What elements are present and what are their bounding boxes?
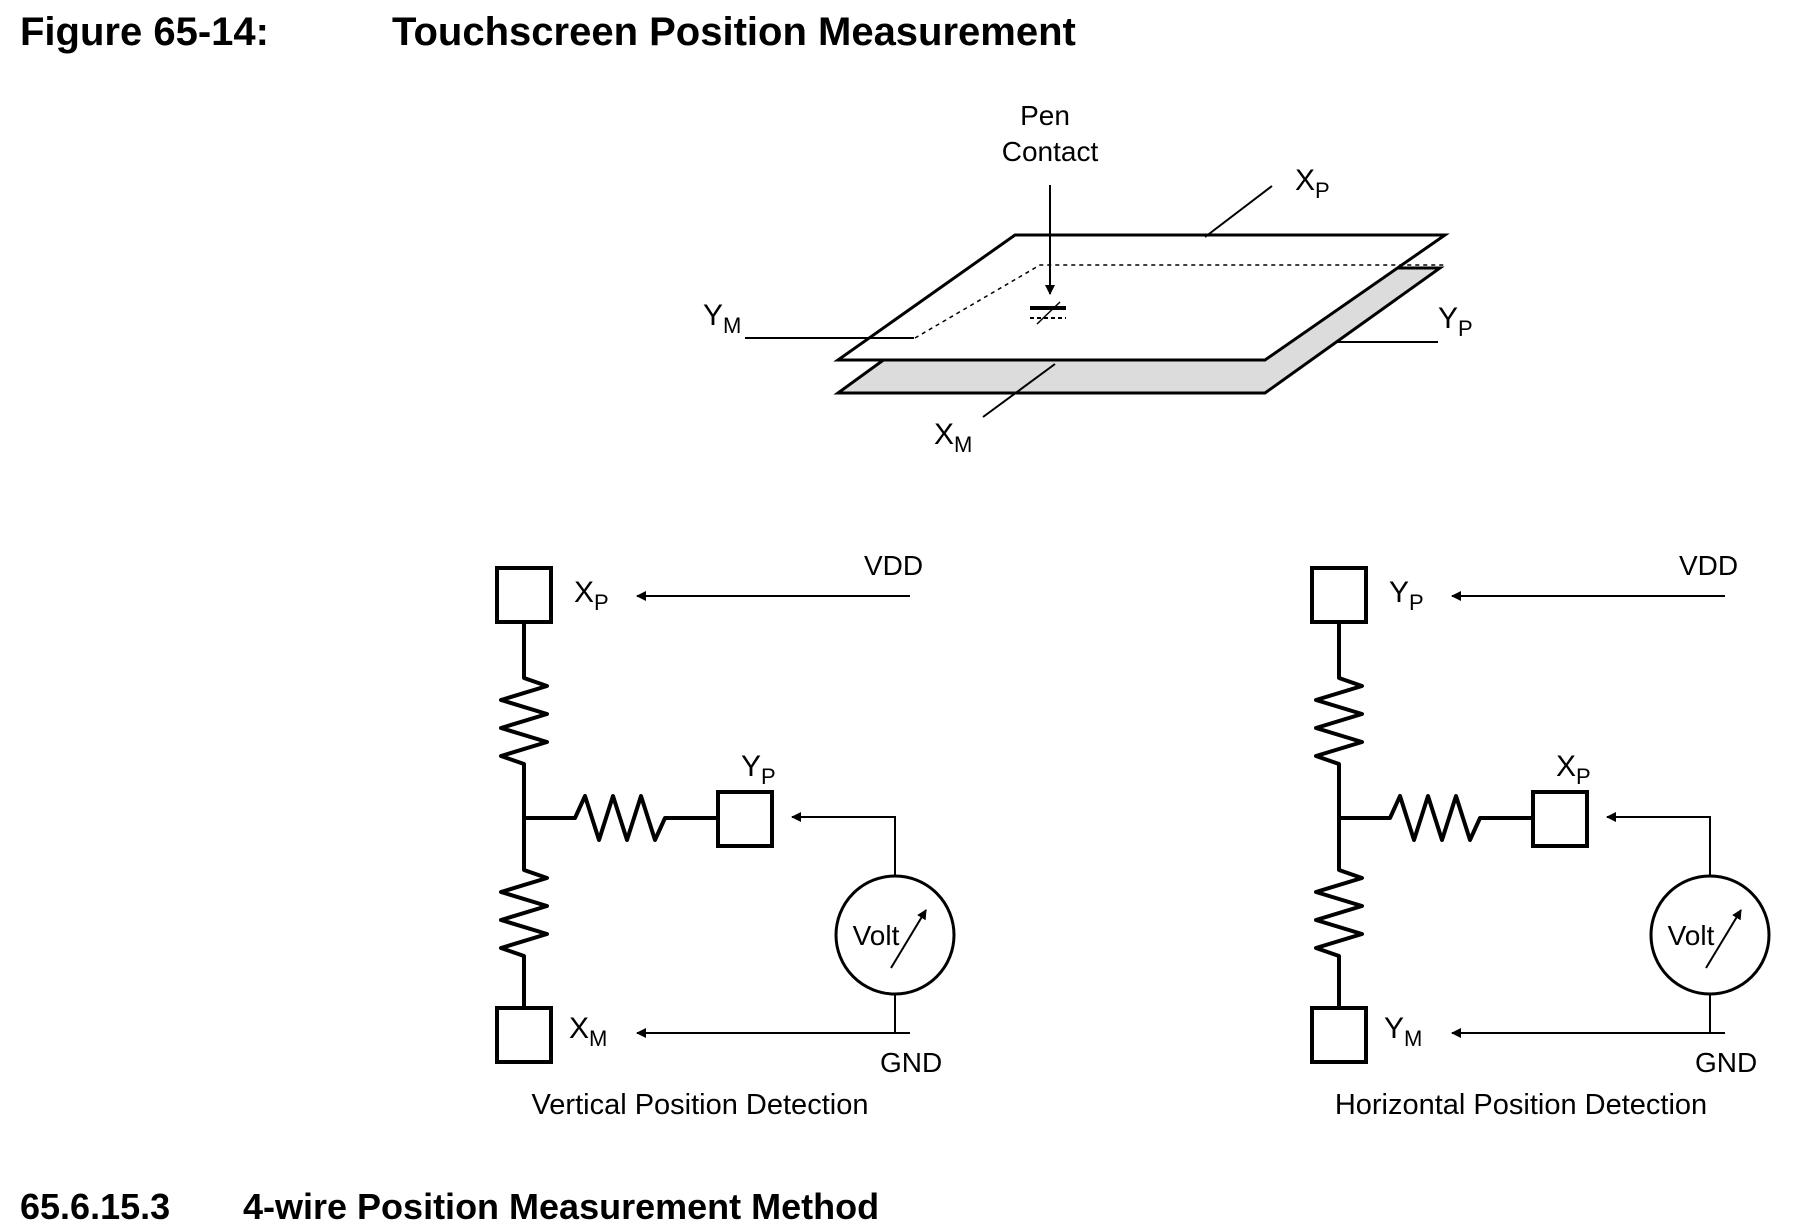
voltmeter xyxy=(1649,874,1771,996)
gnd-label: GND xyxy=(880,1047,942,1078)
top-terminal xyxy=(495,566,553,624)
upper-resistor xyxy=(1314,622,1364,818)
xm-leader xyxy=(982,363,1056,418)
lower-resistor xyxy=(499,818,549,1008)
figure-number: Figure 65-14: xyxy=(20,10,269,54)
figure-title: Touchscreen Position Measurement xyxy=(392,10,1076,54)
gnd-label: GND xyxy=(1695,1047,1757,1078)
vertical-detection-circuit: Volt VDD GND XP XM YP Vertical Position … xyxy=(495,550,956,1121)
bottom-terminal-label: XM xyxy=(569,1012,607,1051)
touchscreen-panel: Pen Contact XP YM YP XM xyxy=(703,100,1473,457)
voltmeter-label: Volt xyxy=(1668,920,1715,951)
horizontal-detection-circuit: Volt VDD GND YP YM XP Horizontal Positio… xyxy=(1310,550,1771,1121)
sense-resistor xyxy=(1339,794,1533,842)
contact-label: Contact xyxy=(1002,136,1099,167)
top-terminal-label: XP xyxy=(574,576,609,615)
section-title: 4-wire Position Measurement Method xyxy=(243,1186,880,1227)
ym-label: YM xyxy=(703,299,741,338)
pen-label: Pen xyxy=(1020,100,1070,131)
sense-terminal-label: YP xyxy=(741,750,776,789)
sense-terminal xyxy=(1531,790,1589,848)
vertical-caption: Vertical Position Detection xyxy=(532,1089,869,1121)
voltmeter-needle xyxy=(890,909,927,969)
voltmeter-label: Volt xyxy=(853,920,900,951)
sense-terminal-label: XP xyxy=(1556,750,1591,789)
vdd-label: VDD xyxy=(864,550,923,581)
xp-leader xyxy=(1204,185,1273,238)
upper-resistor xyxy=(499,622,549,818)
voltmeter xyxy=(834,874,956,996)
sense-wire xyxy=(1606,812,1711,876)
voltmeter-needle xyxy=(1705,909,1742,969)
xm-label: XM xyxy=(934,418,972,457)
section-number: 65.6.15.3 xyxy=(20,1186,171,1227)
sense-resistor xyxy=(524,794,718,842)
top-terminal xyxy=(1310,566,1368,624)
hidden-edge xyxy=(914,264,1445,339)
sense-terminal xyxy=(716,790,774,848)
lower-resistor xyxy=(1314,818,1364,1008)
top-layer xyxy=(833,233,1450,362)
sense-wire xyxy=(791,812,896,876)
yp-label: YP xyxy=(1438,302,1473,341)
horizontal-caption: Horizontal Position Detection xyxy=(1335,1089,1707,1121)
bottom-terminal xyxy=(495,1006,553,1064)
xp-label: XP xyxy=(1295,164,1330,203)
bottom-terminal-label: YM xyxy=(1384,1012,1422,1051)
bottom-terminal xyxy=(1310,1006,1368,1064)
vdd-label: VDD xyxy=(1679,550,1738,581)
top-terminal-label: YP xyxy=(1389,576,1424,615)
